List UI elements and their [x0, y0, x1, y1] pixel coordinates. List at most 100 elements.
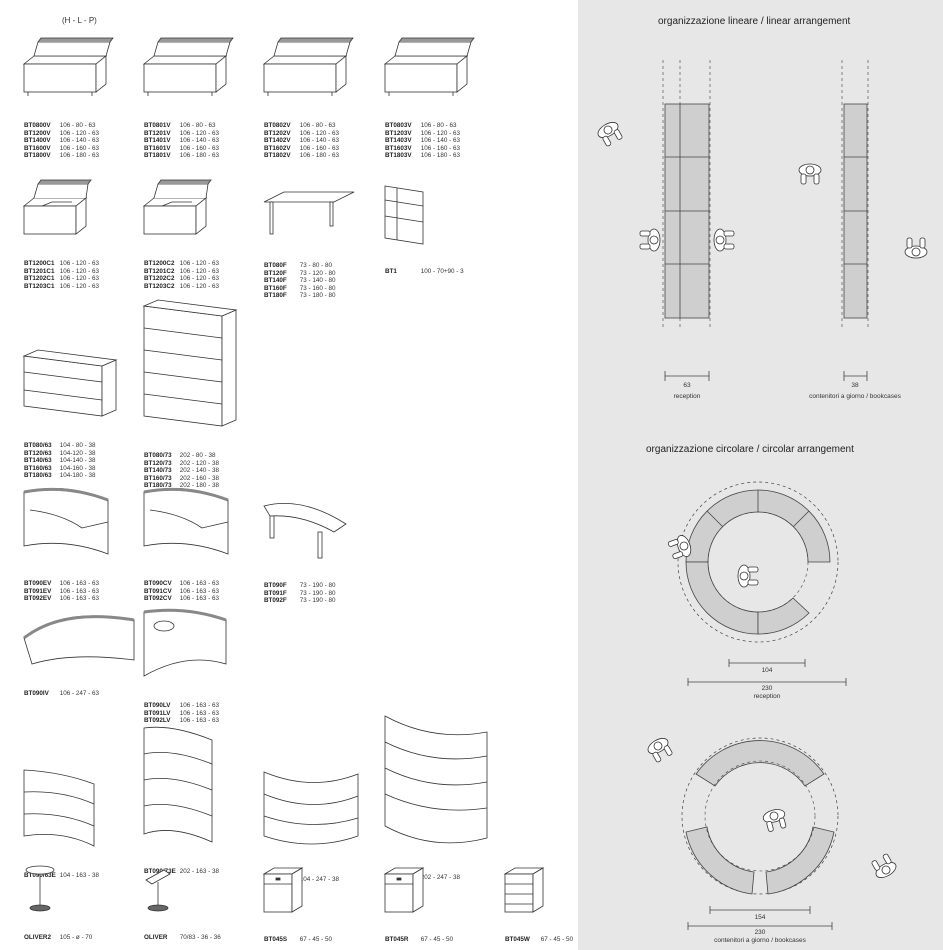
product-spec: OLIVER 70/83 - 36 - 36 [144, 934, 221, 942]
product-code: BT1200C1 [24, 260, 55, 267]
product-dimensions: 106 - 163 - 63 [179, 595, 219, 603]
spec-row: BT120/63 104-120 - 38 [24, 450, 95, 458]
product-code: BT140/73 [144, 467, 172, 475]
product-spec: BT090/73E 202 - 163 - 38 [144, 868, 219, 876]
product-dimensions: 106 - 160 - 63 [299, 144, 339, 152]
product-dimensions: 106 - 80 - 63 [420, 122, 457, 129]
spec-row: BT1200C2 106 - 120 - 63 [144, 260, 219, 268]
circ1-dim-inner: 104 [762, 667, 773, 674]
spec-row: BT080F 73 - 80 - 80 [264, 262, 335, 270]
product-dimensions: 73 - 140 - 80 [299, 277, 336, 285]
product-code: OLIVER [144, 934, 168, 941]
product-dimensions: 106 - 163 - 63 [59, 580, 99, 587]
product-dimensions: 106 - 163 - 63 [59, 595, 99, 603]
product-code: BT090IV [24, 690, 49, 697]
product-spec: BT045W 67 - 45 - 50 [505, 936, 573, 944]
spec-row: BT1601V 106 - 160 - 63 [144, 145, 219, 153]
product-dimensions: 67 - 45 - 50 [420, 936, 453, 943]
product-code: BT1201V [144, 129, 171, 137]
product-dimensions: 106 - 120 - 63 [179, 275, 219, 283]
circ1-dim-outer: 230 [762, 685, 773, 692]
spec-row: BT090/73E 202 - 163 - 38 [144, 868, 219, 876]
product-dimensions: 104-160 - 38 [59, 464, 96, 472]
spec-row: BT1800V 106 - 180 - 63 [24, 152, 99, 160]
product-dimensions: 106 - 140 - 63 [179, 137, 219, 145]
spec-row: BT092LV 106 - 163 - 63 [144, 717, 219, 725]
circular-arrangement-title: organizzazione circolare / circolar arra… [646, 444, 854, 455]
circular-reception-plan: 104 230 reception [667, 481, 847, 700]
product-drawing [383, 867, 425, 913]
product-drawing [142, 299, 238, 427]
spec-row: BT1200V 106 - 120 - 63 [24, 130, 99, 138]
product-code: BT1602V [264, 144, 291, 152]
product-code: BT0803V [385, 122, 412, 129]
product-dimensions: 100 - 70+90 - 3 [420, 268, 464, 275]
linear-arrangement-title: organizzazione lineare / linear arrangem… [658, 16, 851, 27]
product-code: BT1803V [385, 152, 412, 160]
circular-bookcase-plan: 154 230 contenitori a giorno / bookcases [647, 737, 897, 944]
product-dimensions: 106 - 160 - 63 [59, 144, 99, 152]
spec-row: BT080/63 104 - 80 - 38 [24, 442, 95, 450]
product-code: BT1400V [24, 137, 51, 145]
product-dimensions: 106 - 140 - 63 [59, 137, 99, 145]
product-drawing [143, 487, 229, 555]
product-dimensions: 106 - 80 - 63 [299, 122, 336, 129]
product-dimensions: 106 - 120 - 63 [179, 267, 219, 275]
product-dimensions: 67 - 45 - 50 [540, 936, 573, 943]
product-spec: BT045R 67 - 45 - 50 [385, 936, 453, 944]
product-dimensions: 104-140 - 38 [59, 457, 96, 465]
product-dimensions: 106 - 163 - 63 [179, 717, 219, 725]
product-dimensions: 73 - 190 - 80 [299, 589, 336, 597]
product-dimensions: 73 - 180 - 80 [299, 292, 336, 300]
spec-row: BT140/63 104-140 - 38 [24, 457, 95, 465]
product-code: BT1403V [385, 137, 412, 145]
product-drawing [22, 349, 118, 417]
product-drawing [384, 185, 424, 245]
product-code: BT1402V [264, 137, 291, 145]
spec-row: BT1201C2 106 - 120 - 63 [144, 268, 219, 276]
spec-row: BT1803V 106 - 180 - 63 [385, 152, 460, 160]
product-drawing [23, 769, 95, 847]
spec-row: BT0802V 106 - 80 - 63 [264, 122, 339, 130]
spec-row: BT180/63 104-180 - 38 [24, 472, 95, 480]
product-dimensions: 202 - 140 - 38 [179, 467, 219, 475]
product-dimensions: 106 - 120 - 63 [59, 267, 99, 275]
spec-row: BT1402V 106 - 140 - 63 [264, 137, 339, 145]
product-code: OLIVER2 [24, 934, 51, 941]
product-code: BT1401V [144, 137, 171, 145]
spec-row: BT1802V 106 - 180 - 63 [264, 152, 339, 160]
product-drawing [143, 726, 213, 843]
product-code: BT080F [264, 262, 287, 269]
product-dimensions: 106 - 120 - 63 [59, 260, 99, 267]
product-drawing [142, 37, 234, 96]
product-code: BT140F [264, 277, 287, 285]
spec-row: BT1203V 106 - 120 - 63 [385, 130, 460, 138]
product-dimensions: 106 - 140 - 63 [299, 137, 339, 145]
spec-row: BT092EV 106 - 163 - 63 [24, 595, 99, 603]
product-code: BT1802V [264, 152, 291, 160]
spec-row: BT091EV 106 - 163 - 63 [24, 588, 99, 596]
spec-row: BT090LV 106 - 163 - 63 [144, 702, 219, 710]
product-dimensions: 106 - 120 - 63 [299, 129, 339, 137]
product-code: BT090CV [144, 580, 172, 587]
product-drawing [145, 869, 171, 912]
product-drawing [142, 179, 212, 235]
product-drawing [22, 179, 92, 235]
product-code: BT180/63 [24, 472, 52, 480]
product-drawing [503, 867, 545, 913]
product-code: BT090EV [24, 580, 52, 587]
product-code: BT091CV [144, 587, 172, 595]
product-code: BT0800V [24, 122, 51, 129]
spec-row: BT1203C1 106 - 120 - 63 [24, 283, 99, 291]
spec-row: BT1202V 106 - 120 - 63 [264, 130, 339, 138]
product-dimensions: 106 - 180 - 63 [59, 152, 99, 160]
spec-row: BT120/73 202 - 120 - 38 [144, 460, 219, 468]
product-drawing [25, 865, 55, 912]
product-dimensions: 106 - 120 - 63 [59, 282, 99, 290]
linear-caption-bookcase: contenitori a giorno / bookcases [809, 393, 902, 400]
product-code: BT092CV [144, 595, 172, 603]
product-dimensions: 106 - 163 - 63 [179, 580, 219, 587]
